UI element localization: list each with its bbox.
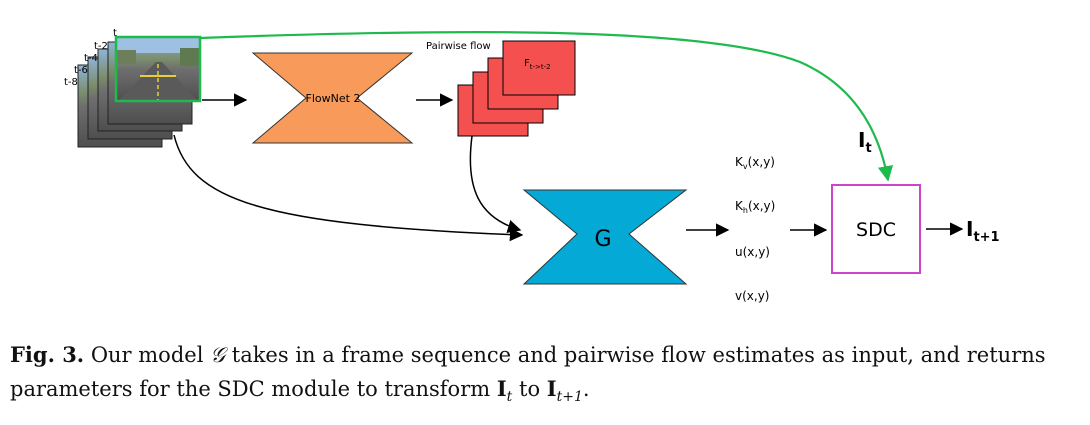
it-sub: t — [865, 141, 871, 156]
caption-itp1-base: I — [546, 376, 557, 401]
g-label: G — [594, 227, 611, 252]
caption-it-sub: t — [506, 389, 513, 406]
sdc-label: SDC — [856, 219, 896, 241]
output-label: It+1 — [966, 217, 1000, 245]
skip-arrow-it — [199, 30, 894, 182]
param-u: u(x,y) — [735, 245, 770, 259]
caption-itp1-sub: t+1 — [556, 389, 583, 406]
kh-sub: h — [743, 206, 748, 215]
flow-symbol: F — [524, 58, 530, 69]
param-v: v(x,y) — [735, 289, 769, 303]
caption-it: It — [496, 376, 512, 405]
flownet-block — [251, 52, 414, 144]
frame-label-t-6: t-6 — [74, 65, 88, 76]
itp1-sub: t+1 — [973, 230, 999, 245]
kv-sub: v — [743, 162, 748, 171]
flow-subscript: t->t-2 — [530, 63, 551, 71]
flow-stack: Ft->t-2 — [457, 40, 576, 137]
kv-base: K — [735, 155, 744, 169]
caption-end: . — [582, 377, 590, 401]
kv-xy: (x,y) — [748, 155, 775, 169]
arrow-flow-to-g — [469, 135, 522, 233]
caption-itp1: It+1 — [546, 376, 583, 405]
sdc-box — [831, 184, 921, 274]
it-label: It — [858, 128, 872, 156]
diagram-canvas: t t-2 t-4 t-6 t-8 FlowNet 2 Pairwise flo… — [64, 28, 1000, 303]
kh-xy: (x,y) — [748, 199, 775, 213]
frame-label-t-8: t-8 — [64, 77, 78, 88]
frame-label-t: t — [113, 28, 117, 39]
frame-label-t-4: t-4 — [84, 53, 98, 64]
g-network-block — [522, 189, 688, 285]
pairwise-flow-label: Pairwise flow — [426, 41, 491, 52]
param-kv: Kv(x,y) — [735, 155, 775, 171]
itp1-base: I — [966, 217, 973, 241]
frame-label-t-2: t-2 — [94, 41, 108, 52]
frame-stack: t t-2 t-4 t-6 t-8 — [64, 28, 202, 148]
caption-text-2: takes in a frame sequence and pairwise f… — [10, 343, 1046, 401]
it-base: I — [858, 128, 865, 152]
kh-base: K — [735, 199, 744, 213]
arrow-frames-to-g — [173, 134, 524, 242]
param-kh: Kh(x,y) — [735, 199, 775, 215]
flow-label: Ft->t-2 — [524, 58, 551, 71]
caption-to: to — [519, 377, 541, 401]
caption-fig-label: Fig. 3. — [10, 342, 85, 367]
frame-t — [114, 35, 202, 103]
figure-caption: Fig. 3. Our model 𝒢 takes in a frame seq… — [10, 338, 1080, 414]
caption-text-1: Our model — [90, 343, 204, 367]
caption-g-symbol: 𝒢 — [210, 343, 226, 367]
caption-it-base: I — [496, 376, 507, 401]
flownet-label: FlowNet 2 — [306, 92, 361, 105]
